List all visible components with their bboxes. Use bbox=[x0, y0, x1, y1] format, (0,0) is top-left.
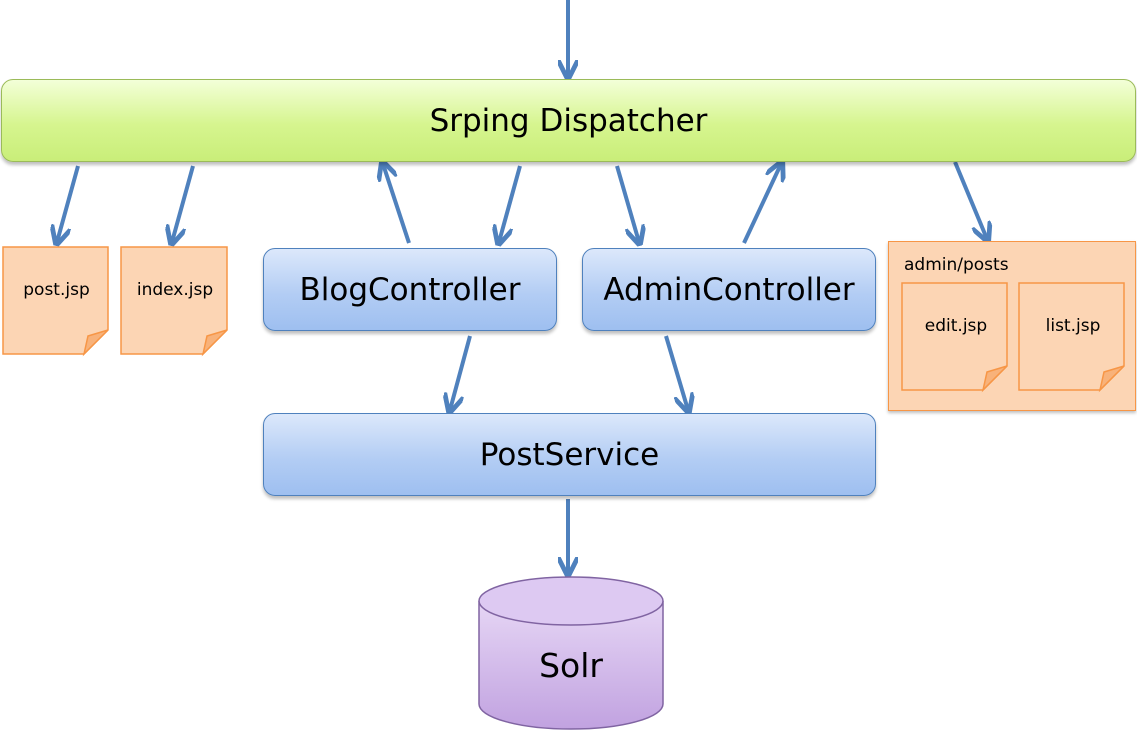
arrow-admin-to-dispatcher bbox=[742, 164, 781, 244]
list-jsp-view: list.jsp bbox=[1018, 282, 1128, 394]
index-jsp-label: index.jsp bbox=[136, 280, 214, 300]
solr-database: Solr bbox=[476, 574, 666, 732]
post-jsp-view: post.jsp bbox=[2, 246, 111, 358]
spring-dispatcher-box: Srping Dispatcher bbox=[1, 79, 1136, 162]
arrow-to-index-jsp bbox=[172, 165, 195, 242]
arrow-to-admin-posts bbox=[953, 161, 987, 239]
spring-dispatcher-label: Srping Dispatcher bbox=[429, 102, 708, 139]
blog-controller-label: BlogController bbox=[299, 271, 521, 308]
edit-jsp-label: edit.jsp bbox=[924, 316, 988, 336]
arrow-admin-to-postservice bbox=[664, 335, 688, 410]
post-jsp-label: post.jsp bbox=[23, 280, 90, 300]
index-jsp-view: index.jsp bbox=[120, 246, 230, 358]
arrow-blog-to-dispatcher bbox=[383, 164, 411, 244]
admin-posts-label: admin/posts bbox=[904, 255, 1009, 275]
note-shape bbox=[120, 246, 228, 357]
arrow-dispatcher-to-blog bbox=[499, 165, 522, 242]
edit-jsp-view: edit.jsp bbox=[901, 282, 1011, 394]
admin-posts-folder: admin/posts edit.jsp list.jsp bbox=[888, 241, 1136, 411]
note-shape bbox=[901, 282, 1008, 393]
note-shape bbox=[2, 246, 109, 357]
arrow-dispatcher-to-admin bbox=[615, 165, 639, 242]
solr-label: Solr bbox=[539, 645, 603, 685]
note-shape bbox=[1018, 282, 1125, 393]
arrow-to-post-jsp bbox=[57, 165, 80, 242]
admin-controller-label: AdminController bbox=[603, 271, 855, 308]
arrow-blog-to-postservice bbox=[450, 335, 472, 410]
blog-controller-box: BlogController bbox=[263, 248, 557, 331]
post-service-label: PostService bbox=[479, 436, 660, 473]
database-cylinder-icon bbox=[478, 576, 664, 730]
admin-controller-box: AdminController bbox=[582, 248, 876, 331]
list-jsp-label: list.jsp bbox=[1045, 316, 1101, 336]
post-service-box: PostService bbox=[263, 413, 876, 496]
